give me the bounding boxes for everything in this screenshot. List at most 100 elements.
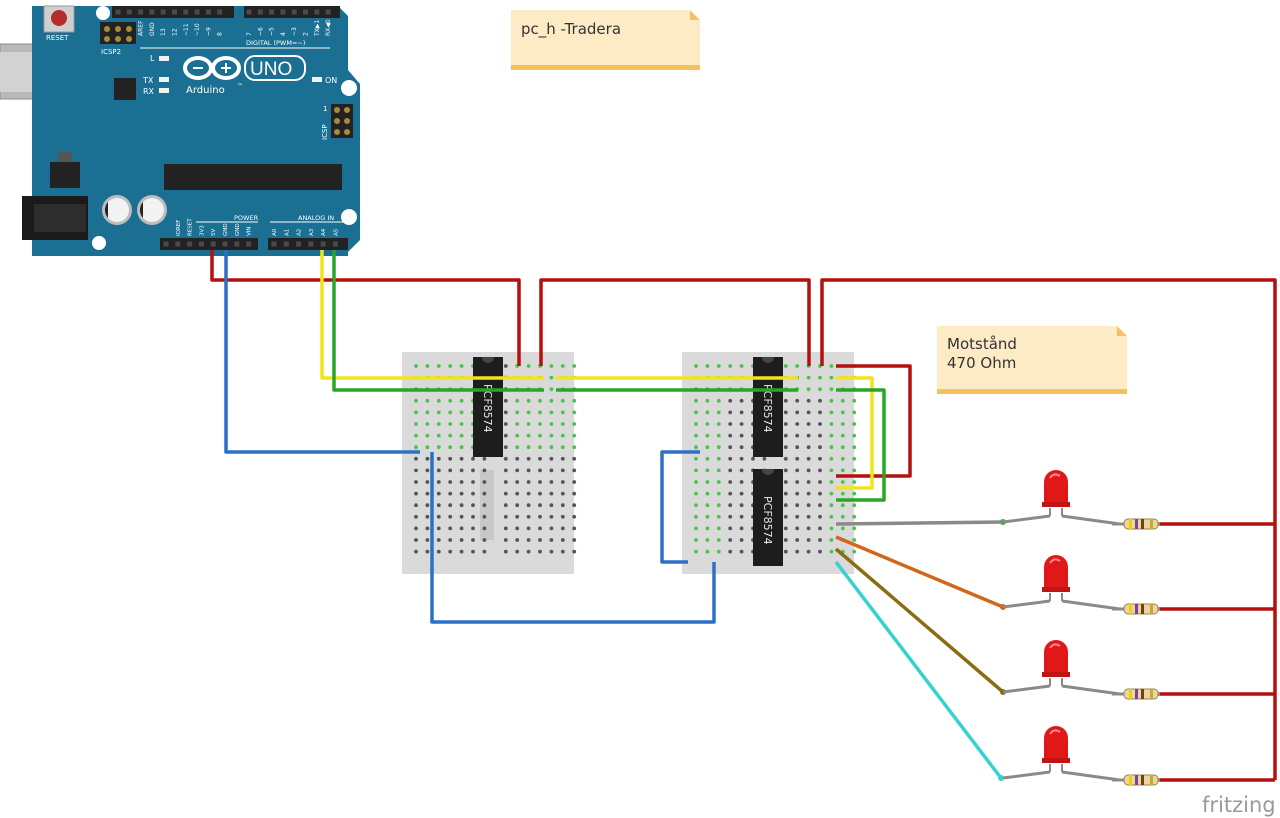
breadboard-hole[interactable]	[471, 468, 475, 473]
breadboard-hole[interactable]	[560, 468, 565, 473]
breadboard-hole[interactable]	[526, 491, 531, 496]
breadboard-hole[interactable]	[482, 456, 487, 461]
breadboard-hole[interactable]	[538, 445, 542, 450]
breadboard-hole[interactable]	[705, 433, 710, 438]
breadboard-hole[interactable]	[783, 468, 788, 473]
breadboard-hole[interactable]	[705, 514, 710, 519]
breadboard-hole[interactable]	[806, 480, 811, 484]
breadboard-hole[interactable]	[425, 410, 430, 415]
breadboard-hole[interactable]	[783, 538, 788, 542]
digital-pin[interactable]	[217, 9, 223, 15]
breadboard-hole[interactable]	[806, 538, 811, 542]
breadboard-hole[interactable]	[829, 445, 834, 450]
breadboard-hole[interactable]	[795, 514, 800, 519]
breadboard-hole[interactable]	[448, 514, 453, 519]
breadboard-hole[interactable]	[560, 410, 565, 415]
breadboard-hole[interactable]	[459, 549, 464, 554]
breadboard-hole[interactable]	[852, 422, 857, 426]
breadboard-hole[interactable]	[549, 364, 554, 368]
breadboard-hole[interactable]	[694, 514, 698, 519]
breadboard-hole[interactable]	[806, 526, 811, 531]
breadboard-hole[interactable]	[515, 526, 520, 531]
breadboard-hole[interactable]	[728, 503, 733, 508]
breadboard-hole[interactable]	[448, 480, 453, 484]
breadboard-hole[interactable]	[694, 445, 698, 450]
digital-pin[interactable]	[194, 9, 200, 15]
breadboard-hole[interactable]	[783, 364, 788, 368]
breadboard-hole[interactable]	[414, 445, 418, 450]
breadboard-hole[interactable]	[538, 526, 542, 531]
analog-pin[interactable]	[296, 241, 302, 247]
breadboard-hole[interactable]	[425, 433, 430, 438]
breadboard-hole[interactable]	[716, 514, 721, 519]
breadboard-hole[interactable]	[471, 480, 475, 484]
breadboard-hole[interactable]	[716, 398, 721, 403]
digital-pin[interactable]	[269, 9, 275, 15]
breadboard-hole[interactable]	[515, 445, 520, 450]
breadboard-hole[interactable]	[852, 398, 857, 403]
breadboard-hole[interactable]	[425, 526, 430, 531]
breadboard-hole[interactable]	[806, 503, 811, 508]
breadboard-hole[interactable]	[538, 538, 542, 542]
breadboard-hole[interactable]	[728, 491, 733, 496]
breadboard-hole[interactable]	[852, 491, 857, 496]
breadboard-hole[interactable]	[414, 433, 418, 438]
breadboard-hole[interactable]	[728, 538, 733, 542]
breadboard-hole[interactable]	[503, 514, 508, 519]
breadboard-hole[interactable]	[482, 549, 487, 554]
breadboard-hole[interactable]	[414, 364, 418, 368]
breadboard-hole[interactable]	[572, 445, 577, 450]
breadboard-hole[interactable]	[503, 503, 508, 508]
breadboard-hole[interactable]	[482, 480, 487, 484]
breadboard-hole[interactable]	[503, 422, 508, 426]
breadboard-hole[interactable]	[459, 364, 464, 368]
breadboard-hole[interactable]	[448, 410, 453, 415]
breadboard-hole[interactable]	[572, 422, 577, 426]
breadboard-hole[interactable]	[425, 480, 430, 484]
breadboard-hole[interactable]	[549, 549, 554, 554]
breadboard-hole[interactable]	[728, 364, 733, 368]
breadboard-hole[interactable]	[739, 422, 744, 426]
breadboard-hole[interactable]	[783, 526, 788, 531]
breadboard-hole[interactable]	[795, 468, 800, 473]
breadboard-hole[interactable]	[560, 480, 565, 484]
breadboard-hole[interactable]	[482, 468, 487, 473]
breadboard-hole[interactable]	[818, 456, 822, 461]
breadboard-hole[interactable]	[425, 422, 430, 426]
breadboard-hole[interactable]	[829, 514, 834, 519]
breadboard-hole[interactable]	[459, 468, 464, 473]
breadboard-hole[interactable]	[549, 503, 554, 508]
breadboard-hole[interactable]	[560, 456, 565, 461]
breadboard-hole[interactable]	[716, 549, 721, 554]
breadboard-hole[interactable]	[829, 364, 834, 368]
breadboard-hole[interactable]	[436, 491, 441, 496]
breadboard-hole[interactable]	[549, 433, 554, 438]
breadboard-hole[interactable]	[840, 422, 845, 426]
breadboard-hole[interactable]	[829, 422, 834, 426]
breadboard-hole[interactable]	[818, 433, 822, 438]
breadboard-hole[interactable]	[840, 491, 845, 496]
breadboard-hole[interactable]	[806, 468, 811, 473]
breadboard-hole[interactable]	[572, 549, 577, 554]
breadboard-hole[interactable]	[515, 398, 520, 403]
breadboard-hole[interactable]	[425, 456, 430, 461]
breadboard-hole[interactable]	[436, 410, 441, 415]
breadboard-hole[interactable]	[716, 491, 721, 496]
breadboard-hole[interactable]	[471, 538, 475, 542]
breadboard-hole[interactable]	[795, 398, 800, 403]
breadboard-hole[interactable]	[795, 526, 800, 531]
breadboard-hole[interactable]	[560, 549, 565, 554]
breadboard-hole[interactable]	[806, 433, 811, 438]
breadboard-hole[interactable]	[572, 364, 577, 368]
breadboard-hole[interactable]	[549, 410, 554, 415]
breadboard-hole[interactable]	[448, 491, 453, 496]
breadboard-hole[interactable]	[448, 445, 453, 450]
breadboard-hole[interactable]	[459, 398, 464, 403]
breadboard-hole[interactable]	[414, 549, 418, 554]
breadboard-hole[interactable]	[459, 422, 464, 426]
red-led[interactable]	[1002, 555, 1121, 611]
breadboard-hole[interactable]	[515, 433, 520, 438]
breadboard-hole[interactable]	[448, 364, 453, 368]
breadboard-hole[interactable]	[448, 456, 453, 461]
breadboard-hole[interactable]	[572, 410, 577, 415]
